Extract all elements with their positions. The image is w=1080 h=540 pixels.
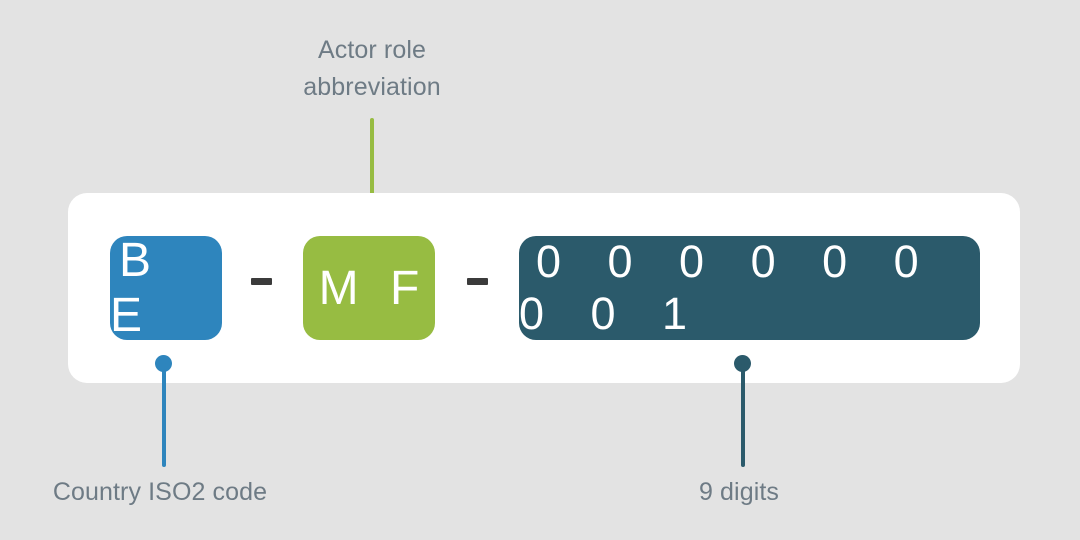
identifier-card: B E M F 0 0 0 0 0 0 0 0 1 [68, 193, 1020, 383]
connector-stem [741, 363, 745, 467]
callout-label-country: Country ISO2 code [52, 478, 268, 506]
connector-stem [370, 118, 374, 213]
separator-dash-2 [467, 278, 488, 285]
separator-dash-1 [251, 278, 272, 285]
segment-serial-number: 0 0 0 0 0 0 0 0 1 [519, 236, 980, 340]
segment-country-code: B E [110, 234, 222, 342]
callout-label-digits: 9 digits [698, 478, 779, 506]
identifier-segments-row: B E M F 0 0 0 0 0 0 0 0 1 [68, 193, 1020, 383]
segment-actor-role: M F [303, 236, 435, 340]
callout-label-actor-role: Actor role abbreviation [303, 36, 441, 101]
connector-country [150, 355, 178, 467]
connector-digits [729, 355, 757, 467]
connector-stem [162, 363, 166, 467]
